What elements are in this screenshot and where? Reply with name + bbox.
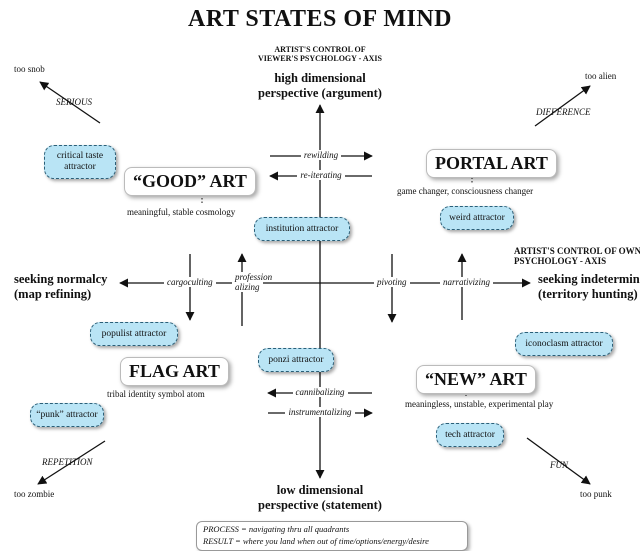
weird-attractor: weird attractor: [440, 206, 514, 230]
vertical-axis-bottom-line1: low dimensional: [276, 483, 364, 497]
process-line: PROCESS = navigating thru all quadrants: [203, 524, 350, 534]
flow-pivoting: pivoting: [374, 277, 410, 287]
flow-cargoculting: cargoculting: [164, 277, 216, 287]
iconoclasm-attractor: iconoclasm attractor: [515, 332, 613, 356]
direction-repetition: REPETITION: [42, 457, 93, 467]
corner-too-alien: too alien: [585, 71, 617, 81]
horizontal-axis-right-line2: (territory hunting): [538, 287, 638, 301]
serious-arrow: [39, 81, 101, 124]
vertical-axis-caption-line1: ARTIST'S CONTROL OF: [274, 45, 366, 54]
vertical-axis-bottom-line2: perspective (statement): [258, 498, 382, 512]
page-title: ART STATES OF MIND: [188, 6, 452, 32]
process-result-box: PROCESS = navigating thru all quadrants …: [196, 521, 468, 551]
corner-too-zombie: too zombie: [14, 489, 55, 499]
horizontal-axis-caption-line2: PSYCHOLOGY - AXIS: [514, 256, 607, 266]
horizontal-axis-right-line1: seeking indeterminacy: [538, 272, 640, 286]
result-line: RESULT = where you land when out of time…: [203, 536, 429, 546]
horizontal-axis-left-line1: seeking normalcy: [14, 272, 108, 286]
flag-art-description: tribal identity symbol atom: [107, 389, 205, 399]
portal-art-box: PORTAL ART: [426, 149, 557, 178]
new-art-box: “NEW” ART: [416, 365, 536, 394]
vertical-axis-caption-line2: VIEWER'S PSYCHOLOGY - AXIS: [258, 54, 382, 63]
flow-reiterating: re-iterating: [270, 170, 372, 180]
populist-attractor: populist attractor: [90, 322, 178, 346]
horizontal-axis-left-line2: (map refining): [14, 287, 92, 301]
fun-arrow: [526, 437, 591, 485]
direction-difference: DIFFERENCE: [536, 107, 591, 117]
new-art-description: meaningless, unstable, experimental play: [405, 399, 554, 409]
punk-attractor: “punk” attractor: [30, 403, 104, 427]
repetition-arrow: [37, 440, 106, 485]
flow-narrativizing: narrativizing: [440, 277, 494, 287]
corner-too-punk: too punk: [580, 489, 612, 499]
flag-art-box: FLAG ART: [120, 357, 229, 386]
flow-cannibalizing: cannibalizing: [268, 387, 372, 397]
tech-attractor: tech attractor: [436, 423, 504, 447]
ponzi-attractor: ponzi attractor: [258, 348, 334, 372]
critical-taste-attractor: critical taste attractor: [44, 145, 116, 179]
flow-rewilding: rewilding: [270, 150, 372, 160]
vertical-axis-top-line1: high dimensional: [274, 71, 366, 85]
institution-attractor: institution attractor: [254, 217, 350, 241]
direction-fun: FUN: [550, 460, 568, 470]
good-art-box: “GOOD” ART: [124, 167, 256, 196]
corner-too-snob: too snob: [14, 64, 45, 74]
good-art-description: meaningful, stable cosmology: [127, 207, 236, 217]
vertical-axis-top-line2: perspective (argument): [258, 86, 382, 100]
flow-instrumentalizing: instrumentalizing: [268, 407, 372, 417]
horizontal-axis-caption-line1: ARTIST'S CONTROL OF OWN: [514, 246, 640, 256]
difference-arrow: [534, 85, 591, 127]
portal-art-description: game changer, consciousness changer: [397, 186, 534, 196]
direction-serious: SERIOUS: [56, 97, 92, 107]
